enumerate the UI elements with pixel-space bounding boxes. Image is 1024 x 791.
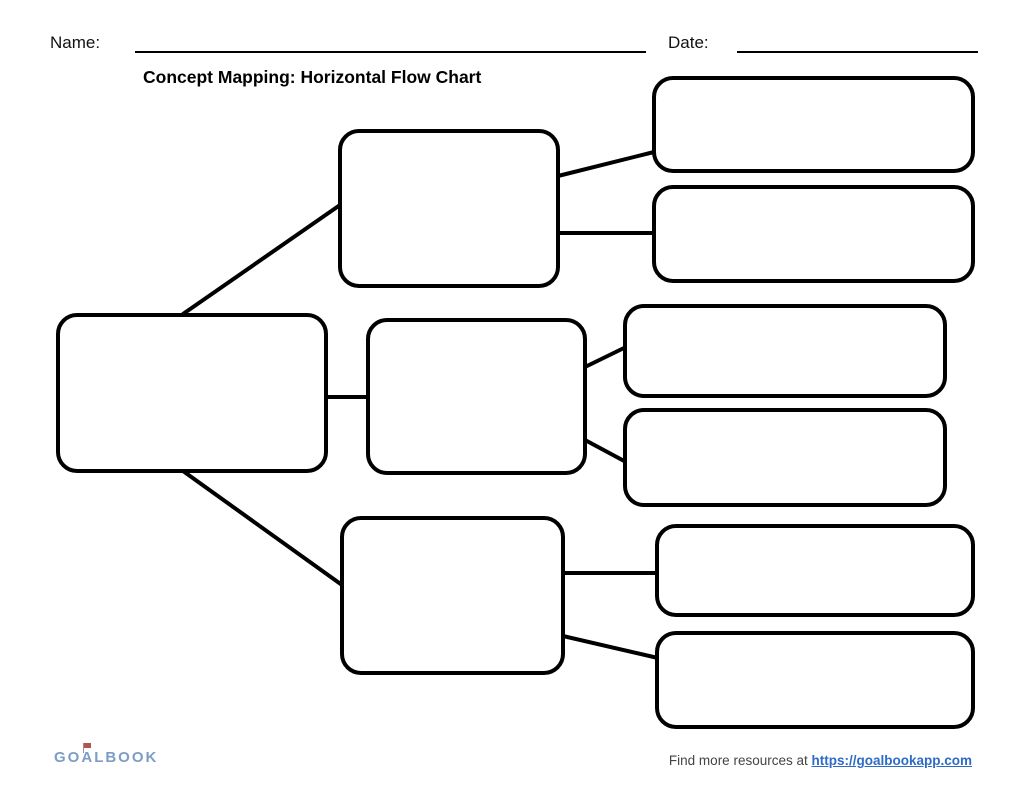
date-label: Date: [668, 33, 709, 52]
node-branch-top[interactable] [338, 129, 560, 288]
node-leaf-4[interactable] [623, 408, 947, 507]
logo-letter-a: A [81, 743, 95, 766]
node-leaf-6[interactable] [655, 631, 975, 729]
logo-text-post: LBOOK [94, 749, 159, 766]
node-leaf-1[interactable] [652, 76, 975, 173]
flag-icon [83, 743, 92, 753]
node-branch-bottom[interactable] [340, 516, 565, 675]
node-leaf-5[interactable] [655, 524, 975, 617]
resources-text: Find more resources at [668, 753, 808, 768]
resources-link[interactable]: https://goalbookapp.com [811, 753, 973, 768]
node-leaf-2[interactable] [652, 185, 975, 283]
logo-letter-a-text: A [81, 749, 95, 766]
date-blank[interactable] [737, 51, 978, 53]
connector-main-branch-top [181, 203, 342, 316]
connector-branchtop-leaf1 [556, 150, 656, 178]
footer-note: Find more resources at https://goalbooka… [669, 753, 972, 768]
name-label: Name: [50, 33, 101, 52]
node-main[interactable] [56, 313, 328, 473]
node-branch-middle[interactable] [366, 318, 587, 475]
logo-text-pre: GO [54, 749, 82, 766]
connector-branchmiddle-leaf4 [583, 438, 628, 464]
name-blank[interactable] [135, 51, 646, 53]
connector-branchmiddle-leaf3 [583, 345, 628, 369]
connector-main-branch-bottom [181, 469, 344, 587]
page-title: Concept Mapping: Horizontal Flow Chart [143, 67, 482, 87]
node-leaf-3[interactable] [623, 304, 947, 398]
connector-branchbottom-leaf6 [561, 634, 660, 660]
